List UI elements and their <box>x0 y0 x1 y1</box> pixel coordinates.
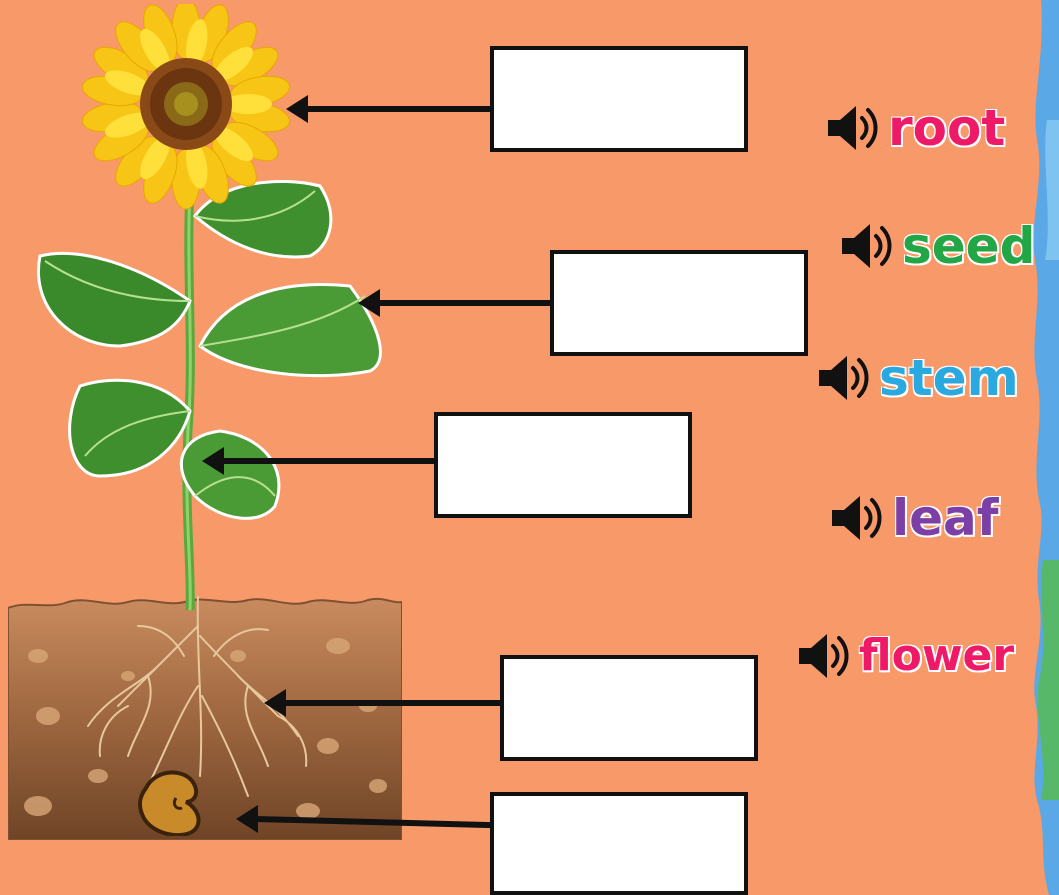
word-tile-root[interactable]: root <box>824 100 1005 156</box>
sunflower-icon <box>81 4 291 210</box>
answer-box-flower[interactable] <box>490 46 748 152</box>
arrow-to-root-head <box>264 689 286 717</box>
soil-cross-section <box>8 596 402 840</box>
speaker-icon[interactable] <box>838 218 898 274</box>
speaker-icon[interactable] <box>828 490 888 546</box>
arrow-to-flower <box>306 106 492 112</box>
speaker-icon[interactable] <box>815 350 875 406</box>
word-label-leaf: leaf <box>892 489 999 547</box>
arrow-to-stem-head <box>202 447 224 475</box>
arrow-to-seed-head <box>236 805 258 833</box>
answer-box-root[interactable] <box>500 655 758 761</box>
answer-box-seed[interactable] <box>490 792 748 895</box>
watercolor-border <box>1033 0 1059 895</box>
word-tile-stem[interactable]: stem <box>815 350 1019 406</box>
speaker-icon[interactable] <box>824 100 884 156</box>
speaker-icon[interactable] <box>795 628 855 684</box>
plant-leaves <box>37 179 382 520</box>
arrow-to-leaf-head <box>358 289 380 317</box>
word-label-seed: seed <box>902 217 1036 275</box>
word-tile-seed[interactable]: seed <box>838 218 1035 274</box>
plant-stem <box>182 190 195 610</box>
answer-box-stem[interactable] <box>434 412 692 518</box>
word-label-flower: flower <box>859 630 1015 681</box>
word-label-stem: stem <box>879 349 1019 407</box>
arrow-to-leaf <box>378 300 554 306</box>
answer-box-leaf[interactable] <box>550 250 808 356</box>
word-tile-leaf[interactable]: leaf <box>828 490 999 546</box>
arrow-to-stem <box>222 458 436 464</box>
arrow-to-root <box>284 700 502 706</box>
arrow-to-flower-head <box>286 95 308 123</box>
word-label-root: root <box>888 99 1006 157</box>
bean-seed-icon <box>137 770 201 836</box>
word-tile-flower[interactable]: flower <box>795 628 1014 684</box>
